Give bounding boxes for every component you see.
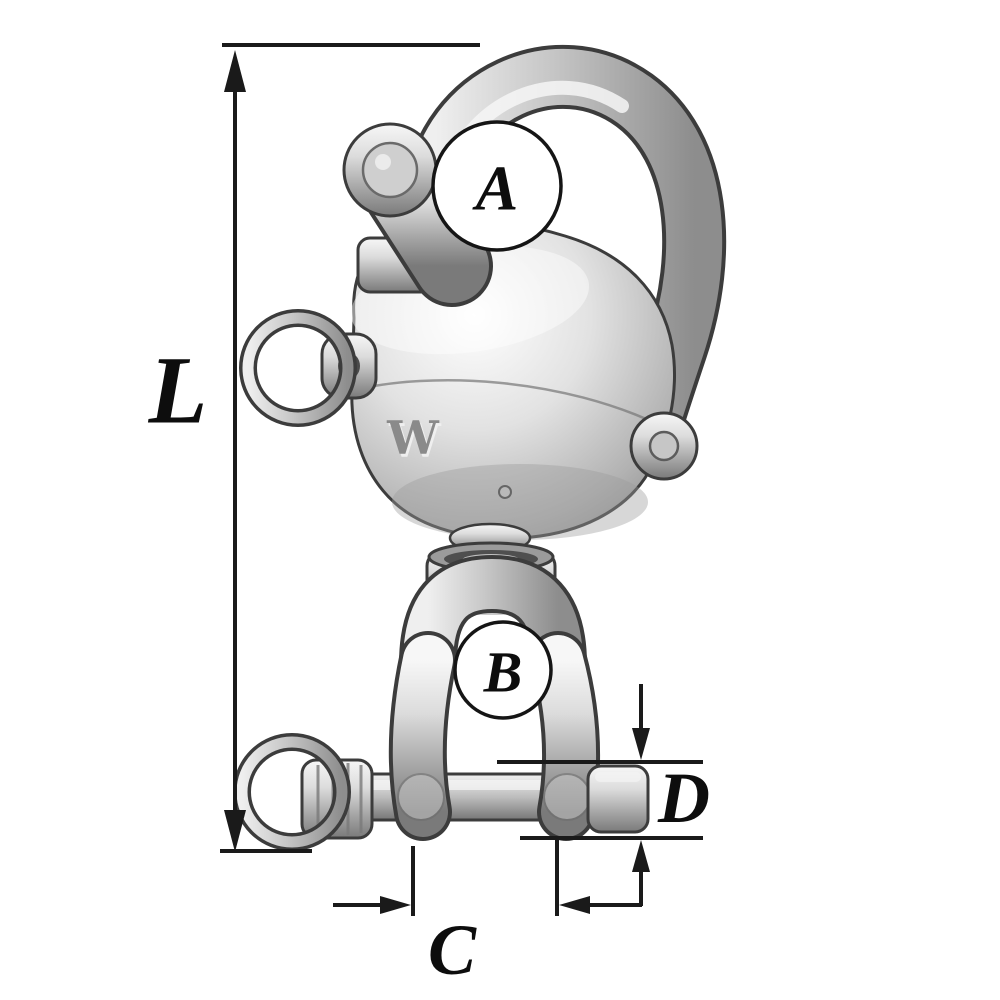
lower-pull-ring xyxy=(233,733,351,851)
upper-pull-ring xyxy=(239,309,357,427)
clevis-pin-cap xyxy=(586,764,650,834)
release-latch xyxy=(342,122,493,307)
label-shackle-opening: A xyxy=(472,153,519,224)
hinge-lug xyxy=(629,411,699,481)
clevis-fork xyxy=(388,554,601,841)
label-pin-diameter: D xyxy=(657,758,710,838)
logo-mark-emboss: W xyxy=(388,414,442,468)
logo-mark: W xyxy=(386,411,440,465)
arrow-down-icon xyxy=(224,810,246,852)
label-swivel-jaw: B xyxy=(483,640,523,705)
latch-pivot-pin xyxy=(361,141,419,199)
arrow-down-icon xyxy=(632,728,650,760)
callout-circle-b xyxy=(453,620,553,720)
callout-circle-a xyxy=(431,120,563,252)
dimension-pin-diameter xyxy=(497,684,703,906)
label-jaw-width: C xyxy=(428,910,477,990)
body-rivet xyxy=(498,485,512,499)
arrow-left-icon xyxy=(559,896,590,914)
dimension-overall-length xyxy=(220,43,480,853)
label-overall-length: L xyxy=(148,337,208,444)
arrow-up-icon xyxy=(224,50,246,92)
arrow-up-icon xyxy=(632,840,650,872)
arrow-right-icon xyxy=(380,896,411,914)
dimension-jaw-width xyxy=(333,836,642,916)
